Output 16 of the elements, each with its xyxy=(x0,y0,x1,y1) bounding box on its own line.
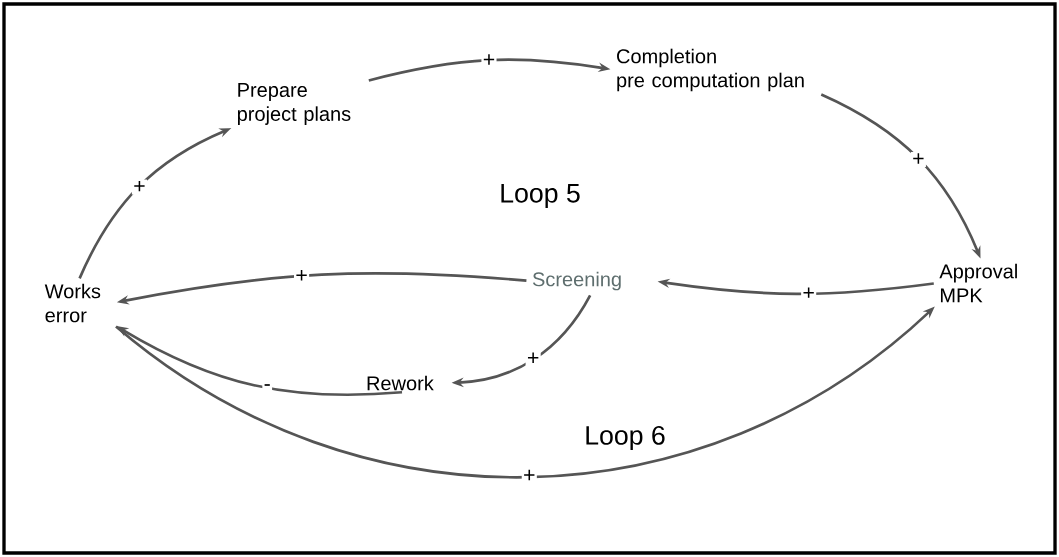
loop-label: Loop 5 xyxy=(501,184,580,208)
polarity-sign: + xyxy=(521,468,537,484)
polarity-sign: + xyxy=(525,351,541,367)
polarity-sign: + xyxy=(294,268,310,284)
polarity-sign: + xyxy=(131,179,147,195)
variable-label: Completion pre computation plan xyxy=(617,48,804,92)
variable-label: Approval MPK xyxy=(939,263,1017,303)
loop-label: Loop 6 xyxy=(586,425,665,451)
variable-label: Prepare project plans xyxy=(237,83,351,125)
variable-label: Works error xyxy=(44,283,101,323)
polarity-sign: + xyxy=(481,53,497,68)
variable-label: Rework xyxy=(367,375,434,391)
polarity-sign: + xyxy=(910,152,926,167)
polarity-sign: + xyxy=(801,286,817,302)
variable-label: Screening xyxy=(532,271,621,291)
polarity-sign: - xyxy=(262,382,273,392)
